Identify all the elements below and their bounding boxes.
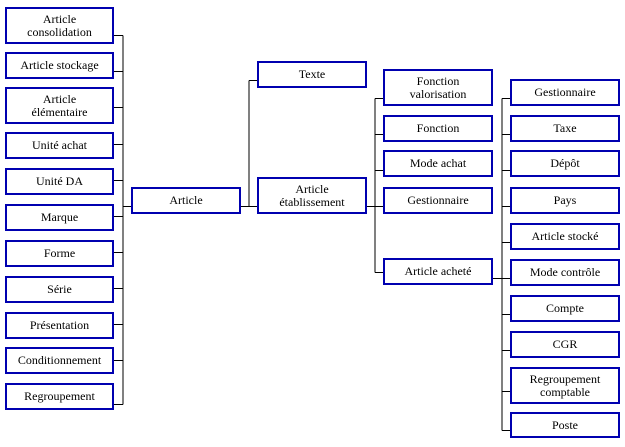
node-regroupement-comptable: Regroupement comptable [510, 367, 620, 404]
node-poste: Poste [510, 412, 620, 438]
node-cgr: CGR [510, 331, 620, 358]
node-fonction: Fonction [383, 115, 493, 142]
node-article-stockage: Article stockage [5, 52, 114, 79]
node-conditionnement: Conditionnement [5, 347, 114, 374]
node-gestionnaire-mid: Gestionnaire [383, 187, 493, 214]
node-mode-achat: Mode achat [383, 150, 493, 177]
node-compte: Compte [510, 295, 620, 322]
node-article-stocke: Article stocké [510, 223, 620, 250]
node-depot: Dépôt [510, 150, 620, 177]
node-serie: Série [5, 276, 114, 303]
node-article-consolidation: Article consolidation [5, 7, 114, 44]
node-pays: Pays [510, 187, 620, 214]
node-texte: Texte [257, 61, 367, 88]
node-mode-controle: Mode contrôle [510, 259, 620, 286]
node-article-achete: Article acheté [383, 258, 493, 285]
node-gestionnaire-right: Gestionnaire [510, 79, 620, 106]
node-article-elementaire: Article élémentaire [5, 87, 114, 124]
node-presentation: Présentation [5, 312, 114, 339]
node-unite-achat: Unité achat [5, 132, 114, 159]
node-taxe: Taxe [510, 115, 620, 142]
node-marque: Marque [5, 204, 114, 231]
node-fonction-valorisation: Fonction valorisation [383, 69, 493, 106]
node-article: Article [131, 187, 241, 214]
node-unite-da: Unité DA [5, 168, 114, 195]
node-forme: Forme [5, 240, 114, 267]
node-article-etablissement: Article établissement [257, 177, 367, 214]
node-regroupement: Regroupement [5, 383, 114, 410]
